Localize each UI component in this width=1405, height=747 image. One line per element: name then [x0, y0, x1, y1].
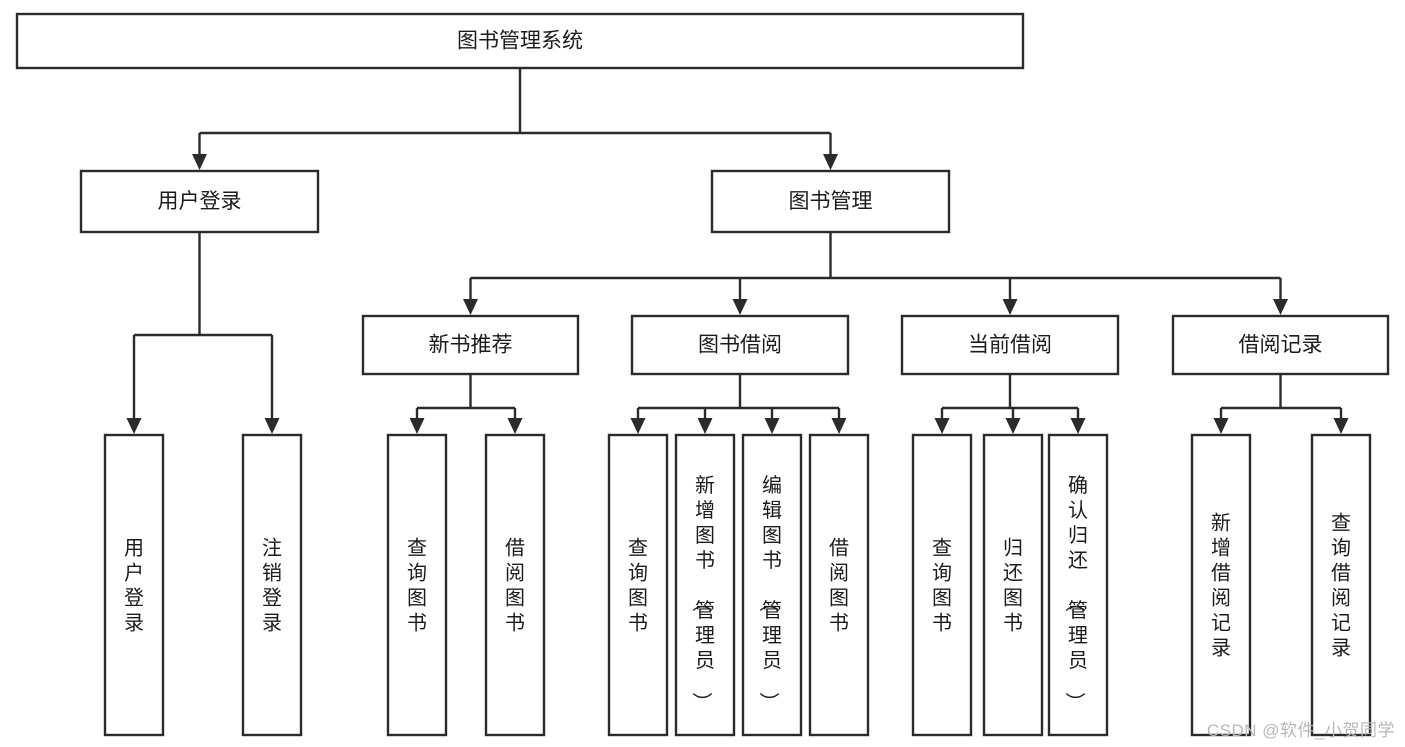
node-leaf9[interactable]: 查询图书: [911, 433, 973, 737]
node-box[interactable]: [900, 314, 1120, 376]
node-leaf5[interactable]: 查询图书: [607, 433, 669, 737]
node-leaf12[interactable]: 新增借阅记录: [1190, 433, 1252, 737]
arrow-head-icon: [192, 154, 207, 170]
node-label: 注销登录: [262, 537, 282, 635]
node-l3b[interactable]: 图书借阅: [630, 314, 850, 376]
node-box[interactable]: [1171, 314, 1390, 376]
node-label: 用户登录: [124, 538, 144, 635]
node-label: 图书借阅: [698, 334, 782, 357]
node-leaf1[interactable]: 用户登录: [103, 433, 165, 737]
watermark-text: CSDN @软件_小贺同学: [1206, 721, 1395, 740]
node-leaf4[interactable]: 借阅图书: [484, 433, 546, 737]
node-label: 新增借阅记录: [1211, 512, 1231, 660]
connector-group: [1213, 374, 1349, 434]
node-label: 借阅图书: [505, 537, 525, 635]
node-label: 当前借阅: [968, 334, 1052, 357]
arrow-head-icon: [1002, 299, 1018, 315]
arrow-head-icon: [264, 418, 280, 434]
node-box[interactable]: [484, 433, 546, 737]
connector-group: [934, 374, 1086, 434]
node-label: 新增图书（管理员）: [690, 474, 715, 712]
node-label: 归还图书: [1003, 537, 1023, 635]
node-leaf6[interactable]: 新增图书（管理员）: [674, 433, 736, 737]
node-l3d[interactable]: 借阅记录: [1171, 314, 1390, 376]
arrow-head-icon: [126, 418, 142, 434]
node-label: 借阅记录: [1239, 334, 1323, 357]
arrow-head-icon: [1213, 418, 1229, 434]
connector-group: [463, 232, 1288, 315]
arrow-head-icon: [409, 418, 425, 434]
node-box[interactable]: [1190, 433, 1252, 737]
node-box[interactable]: [808, 433, 870, 737]
node-label: 查询图书: [407, 537, 427, 635]
node-box[interactable]: [630, 314, 850, 376]
node-box[interactable]: [1047, 433, 1109, 737]
node-leaf8[interactable]: 借阅图书: [808, 433, 870, 737]
node-root[interactable]: 图书管理系统: [15, 12, 1025, 70]
connector-group: [126, 232, 280, 434]
node-box[interactable]: [103, 433, 165, 737]
node-leaf7[interactable]: 编辑图书（管理员）: [741, 433, 803, 737]
connector-layer: [126, 68, 1349, 434]
node-label: 图书管理: [789, 190, 873, 213]
arrow-head-icon: [1333, 418, 1349, 434]
arrow-head-icon: [764, 418, 780, 434]
node-leaf11[interactable]: 确认归还（管理员）: [1047, 433, 1109, 737]
node-box[interactable]: [674, 433, 736, 737]
node-leaf13[interactable]: 查询借阅记录: [1310, 433, 1372, 737]
node-box[interactable]: [241, 433, 303, 737]
node-label: 图书管理系统: [457, 30, 583, 53]
node-label: 确认归还（管理员）: [1063, 474, 1088, 712]
node-box[interactable]: [1310, 433, 1372, 737]
node-box[interactable]: [79, 169, 320, 234]
node-label: 编辑图书（管理员）: [757, 474, 782, 712]
node-label: 借阅图书: [829, 537, 849, 635]
node-box[interactable]: [982, 433, 1044, 737]
arrow-head-icon: [732, 299, 748, 315]
node-layer: 图书管理系统用户登录图书管理新书推荐图书借阅当前借阅借阅记录用户登录注销登录查询…: [15, 12, 1390, 737]
node-label: 查询借阅记录: [1331, 512, 1351, 660]
node-box[interactable]: [741, 433, 803, 737]
arrow-head-icon: [463, 299, 478, 315]
node-leaf2[interactable]: 注销登录: [241, 433, 303, 737]
node-l3c[interactable]: 当前借阅: [900, 314, 1120, 376]
arrow-head-icon: [1273, 299, 1288, 315]
arrow-head-icon: [831, 418, 847, 434]
node-label: 查询图书: [628, 537, 648, 635]
node-l2b[interactable]: 图书管理: [710, 169, 951, 234]
node-leaf3[interactable]: 查询图书: [386, 433, 448, 737]
node-box[interactable]: [710, 169, 951, 234]
node-label: 用户登录: [158, 190, 242, 213]
connector-group: [409, 374, 523, 434]
connector-group: [630, 374, 847, 434]
node-box[interactable]: [361, 314, 580, 376]
node-label: 新书推荐: [429, 334, 513, 357]
arrow-head-icon: [823, 154, 838, 170]
arrow-head-icon: [1070, 418, 1086, 434]
node-l3a[interactable]: 新书推荐: [361, 314, 580, 376]
arrow-head-icon: [630, 418, 646, 434]
connector-group: [192, 68, 838, 170]
node-box[interactable]: [386, 433, 448, 737]
node-box[interactable]: [911, 433, 973, 737]
node-box[interactable]: [607, 433, 669, 737]
node-l2a[interactable]: 用户登录: [79, 169, 320, 234]
arrow-head-icon: [1005, 418, 1021, 434]
arrow-head-icon: [507, 418, 523, 434]
node-label: 查询图书: [932, 537, 952, 635]
arrow-head-icon: [934, 418, 950, 434]
node-leaf10[interactable]: 归还图书: [982, 433, 1044, 737]
arrow-head-icon: [697, 418, 713, 434]
node-box[interactable]: [15, 12, 1025, 70]
